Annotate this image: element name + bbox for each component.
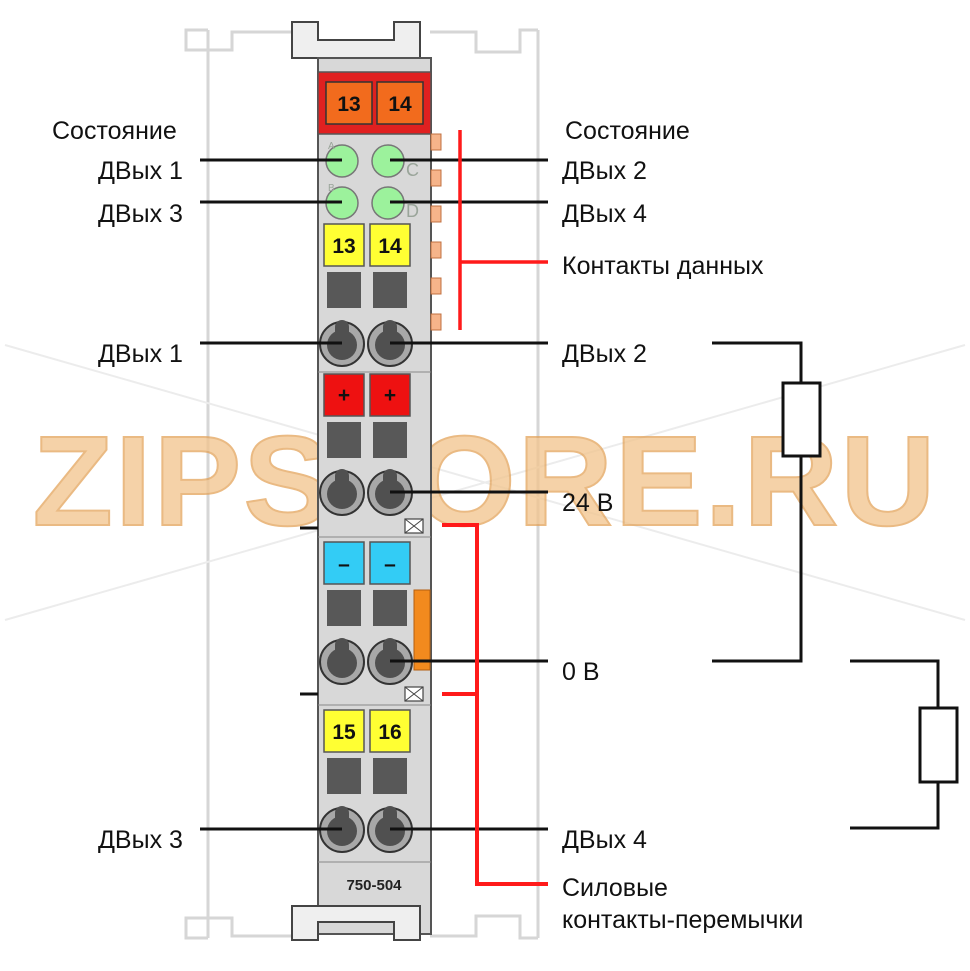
release-slot-3 — [327, 422, 361, 458]
marker-strip — [413, 589, 431, 671]
fuse-right — [376, 81, 424, 125]
label-supply-24v: 24 В — [562, 489, 613, 517]
release-slot-4 — [373, 422, 407, 458]
label-left-status-title: Состояние — [52, 117, 177, 145]
terminal-15-label: 15 — [332, 721, 356, 744]
jumper-contact-upper — [404, 518, 424, 534]
label-left-out-1: ДВых 1 — [98, 340, 183, 368]
label-right-status-4: ДВых 4 — [562, 200, 647, 228]
terminal-13-label: 13 — [332, 235, 355, 258]
fuse-right-label: 14 — [388, 93, 412, 116]
module-top-clip — [291, 21, 421, 59]
leader-lines — [200, 158, 548, 831]
label-right-out-4: ДВых 4 — [562, 826, 647, 854]
led-d-letter: D — [406, 201, 419, 221]
fuse-left-label: 13 — [337, 93, 360, 116]
terminal-plus-left — [323, 373, 365, 417]
terminal-minus-left — [323, 541, 365, 585]
label-right-status-title: Состояние — [565, 117, 690, 145]
release-slot-5 — [327, 590, 361, 626]
led-b-letter: B — [328, 183, 335, 194]
terminal-15 — [323, 709, 365, 753]
terminal-plus-left-label: + — [338, 384, 350, 407]
terminal-13-top — [323, 223, 365, 267]
terminal-16-label: 16 — [378, 721, 401, 744]
din-rail — [184, 28, 540, 940]
terminal-16 — [369, 709, 411, 753]
terminal-minus-right — [369, 541, 411, 585]
release-slot-8 — [373, 758, 407, 794]
label-jumper-line2: контакты-перемычки — [562, 906, 803, 934]
load-resistor-1 — [712, 341, 822, 663]
label-right-out-2: ДВых 2 — [562, 340, 647, 368]
data-contacts — [430, 133, 442, 331]
label-right-status-2: ДВых 2 — [562, 157, 647, 185]
release-slot-1 — [327, 272, 361, 308]
module-bottom-clip — [291, 905, 421, 941]
led-a-letter: A — [328, 141, 335, 152]
terminal-minus-right-label: – — [384, 553, 396, 576]
terminal-plus-right-label: + — [384, 384, 396, 407]
label-jumper-line1: Силовые — [562, 874, 668, 902]
label-supply-0v: 0 В — [562, 658, 600, 686]
release-slot-6 — [373, 590, 407, 626]
terminal-plus-right — [369, 373, 411, 417]
release-slot-7 — [327, 758, 361, 794]
led-c-letter: C — [406, 160, 419, 180]
load-resistor-2 — [850, 659, 959, 830]
fuse-left — [325, 81, 373, 125]
data-contacts-callout — [458, 130, 548, 330]
label-left-status-3: ДВых 3 — [98, 200, 183, 228]
jumper-contact-lower — [404, 686, 424, 702]
model-number: 750-504 — [346, 877, 402, 894]
label-data-contacts: Контакты данных — [562, 252, 764, 280]
release-slot-2 — [373, 272, 407, 308]
terminal-minus-left-label: – — [338, 553, 350, 576]
label-left-out-3: ДВых 3 — [98, 826, 183, 854]
terminal-14-top — [369, 223, 411, 267]
power-jumper-callout — [442, 523, 548, 886]
terminal-14-label: 14 — [378, 235, 402, 258]
label-left-status-1: ДВых 1 — [98, 157, 183, 185]
